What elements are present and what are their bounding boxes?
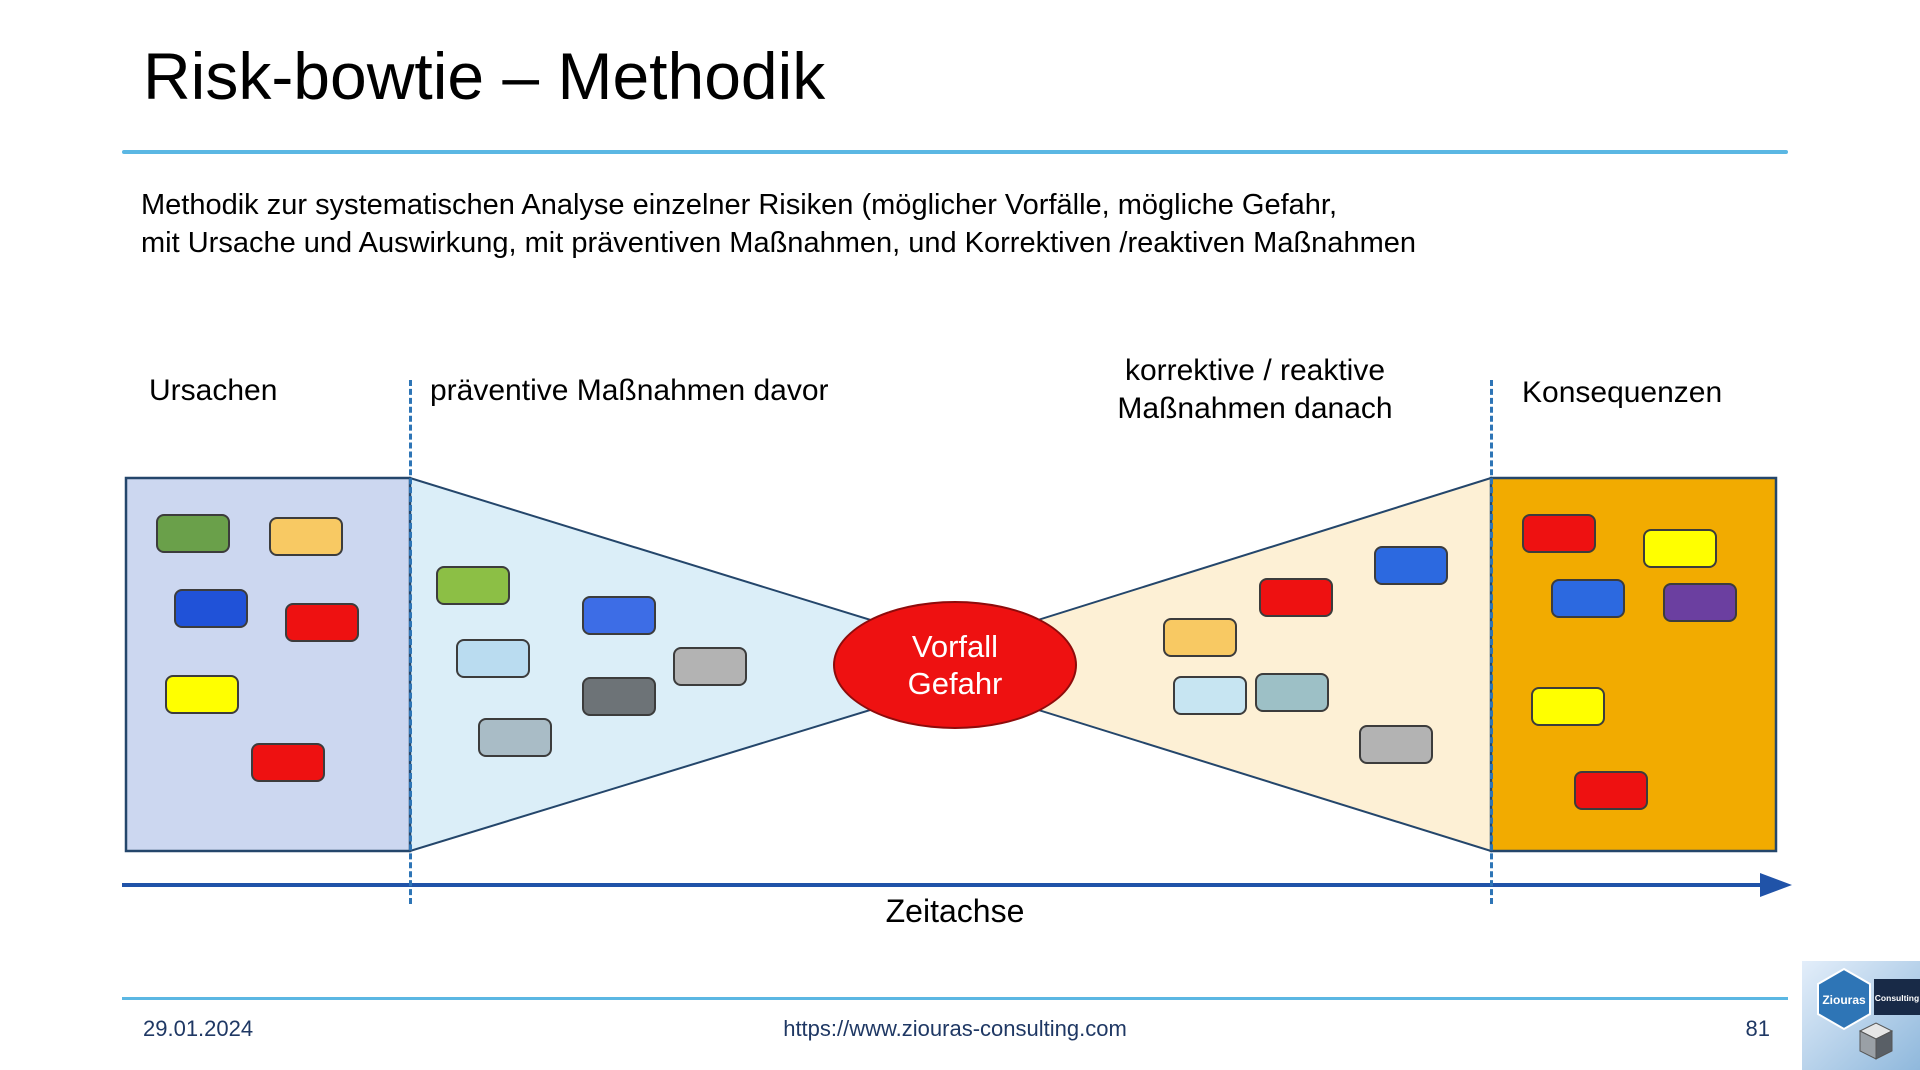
right-dashed-separator [1490,380,1493,904]
corrective-measures-label: korrektive / reaktive Maßnahmen danach [1080,352,1430,428]
page-title: Risk-bowtie – Methodik [143,39,826,113]
corrective-label-line2: Maßnahmen danach [1117,392,1393,425]
logo-text-consulting: Consulting [1875,993,1919,1003]
corrective-label-line1: korrektive / reaktive [1124,354,1386,387]
time-axis-arrowhead [1760,873,1792,897]
cause-box [269,517,343,556]
corrective-box [1374,546,1448,585]
logo-cube-right-face [1875,1030,1893,1060]
event-label-line2: Gefahr [907,666,1003,701]
preventive-box [436,566,510,605]
logo-consulting-band [1874,979,1920,1015]
logo-hexagon [1817,967,1871,1031]
description-line2: mit Ursache und Auswirkung, mit präventi… [141,227,1416,259]
event-ellipse: Vorfall Gefahr [833,601,1077,729]
preventive-measures-label: präventive Maßnahmen davor [430,374,829,407]
cause-box [156,514,230,553]
event-label-line1: Vorfall [911,629,999,664]
title-divider [122,150,1788,154]
preventive-box [582,677,656,716]
footer-url: https://www.ziouras-consulting.com [783,1016,1127,1041]
preventive-box [478,718,552,757]
company-logo: Ziouras Consulting [1802,961,1920,1070]
consequence-box [1643,529,1717,568]
logo-text-ziouras: Ziouras [1822,993,1866,1007]
consequences-label: Konsequenzen [1522,376,1723,409]
corrective-box [1259,578,1333,617]
preventive-box [673,647,747,686]
causes-label: Ursachen [149,374,278,407]
preventive-box [582,596,656,635]
consequence-box [1551,579,1625,618]
time-axis-label: Zeitachse [885,893,1025,929]
corrective-box [1359,725,1433,764]
consequence-box [1663,583,1737,622]
consequence-box [1574,771,1648,810]
cause-box [251,743,325,782]
description-line1: Methodik zur systematischen Analyse einz… [141,189,1337,221]
preventive-box [456,639,530,678]
footer-divider [122,997,1788,1000]
corrective-box [1173,676,1247,715]
cause-box [174,589,248,628]
corrective-box [1255,673,1329,712]
consequence-box [1531,687,1605,726]
corrective-box [1163,618,1237,657]
cause-box [285,603,359,642]
page-number: 81 [1745,1016,1770,1041]
left-dashed-separator [409,380,412,904]
consequence-box [1522,514,1596,553]
cause-box [165,675,239,714]
description: Methodik zur systematischen Analyse einz… [141,186,1416,262]
footer-date: 29.01.2024 [143,1016,254,1041]
